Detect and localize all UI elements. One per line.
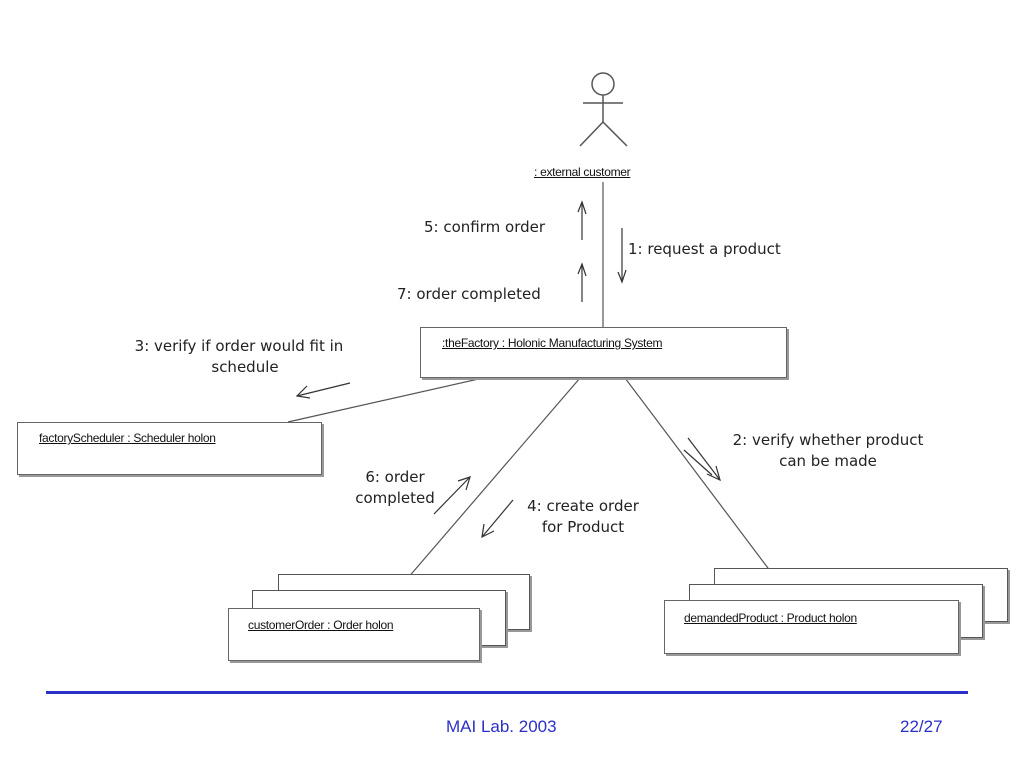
arrow-m1 xyxy=(617,228,627,284)
message-6-line-2: completed xyxy=(355,489,435,507)
actor-label: : external customer xyxy=(534,165,631,179)
arrow-m6 xyxy=(433,476,471,515)
arrow-m3 xyxy=(295,382,351,399)
footer-rule xyxy=(46,691,968,694)
message-2-line-1: 2: verify whether product xyxy=(732,431,924,449)
product-object xyxy=(664,600,959,654)
message-4-line-1: 4: create order xyxy=(527,497,639,515)
factory-object-name: :theFactory : Holonic Manufacturing Syst… xyxy=(442,336,663,350)
message-6-line-1: 6: order xyxy=(365,468,425,486)
actor-head xyxy=(591,72,615,96)
message-6: 6: order completed xyxy=(340,467,450,509)
message-2: 2: verify whether product can be made xyxy=(708,430,948,472)
product-object-name: demandedProduct : Product holon xyxy=(684,611,857,625)
scheduler-object-name: factoryScheduler : Scheduler holon xyxy=(39,431,216,445)
order-object xyxy=(228,608,480,661)
arrow-m7 xyxy=(577,262,587,302)
order-object-name: customerOrder : Order holon xyxy=(248,618,394,632)
actor-figure xyxy=(579,72,628,147)
message-7: 7: order completed xyxy=(397,285,541,303)
slide-number: 22/27 xyxy=(900,717,943,736)
arrow-m5 xyxy=(577,200,587,240)
message-3-line-1: 3: verify if order would fit in xyxy=(134,337,344,355)
scheduler-object xyxy=(17,422,322,475)
message-4: 4: create order for Product xyxy=(508,496,658,538)
footer-credit: MAI Lab. 2003 xyxy=(446,717,557,736)
message-3-line-2: schedule xyxy=(211,358,279,376)
message-2-line-2: can be made xyxy=(779,452,877,470)
message-5: 5: confirm order xyxy=(424,218,546,236)
message-4-line-2: for Product xyxy=(541,518,625,536)
message-3: 3: verify if order would fit in schedule xyxy=(104,336,374,378)
message-1: 1: request a product xyxy=(628,240,781,258)
link-factory-scheduler xyxy=(287,377,484,423)
actor-right-leg xyxy=(602,121,628,147)
factory-object xyxy=(420,327,787,378)
arrow-m4 xyxy=(481,499,514,539)
arrow-m2 xyxy=(683,437,721,482)
link-factory-order xyxy=(381,377,581,609)
actor-left-leg xyxy=(579,121,604,147)
link-factory-product xyxy=(624,377,793,601)
